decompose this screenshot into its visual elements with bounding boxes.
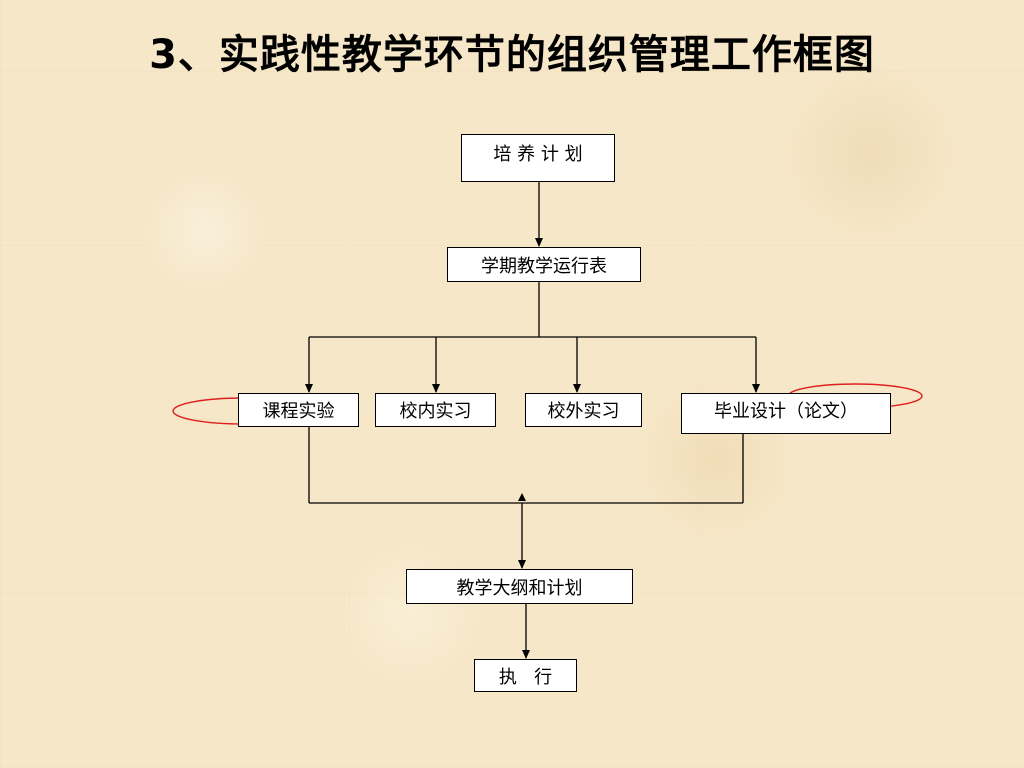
node-execution: 执 行 (474, 659, 577, 692)
node-graduation-design: 毕业设计（论文） (681, 393, 891, 434)
page-title: 3、实践性教学环节的组织管理工作框图 (149, 32, 875, 78)
node-semester-schedule: 学期教学运行表 (447, 247, 641, 282)
node-training-plan: 培 养 计 划 (461, 134, 615, 182)
merge-arrowhead-mark (518, 493, 526, 501)
node-course-experiment: 课程实验 (238, 393, 359, 427)
node-on-campus-practice: 校内实习 (375, 393, 496, 427)
node-syllabus-plan: 教学大纲和计划 (406, 569, 633, 604)
node-off-campus-practice: 校外实习 (525, 393, 642, 427)
